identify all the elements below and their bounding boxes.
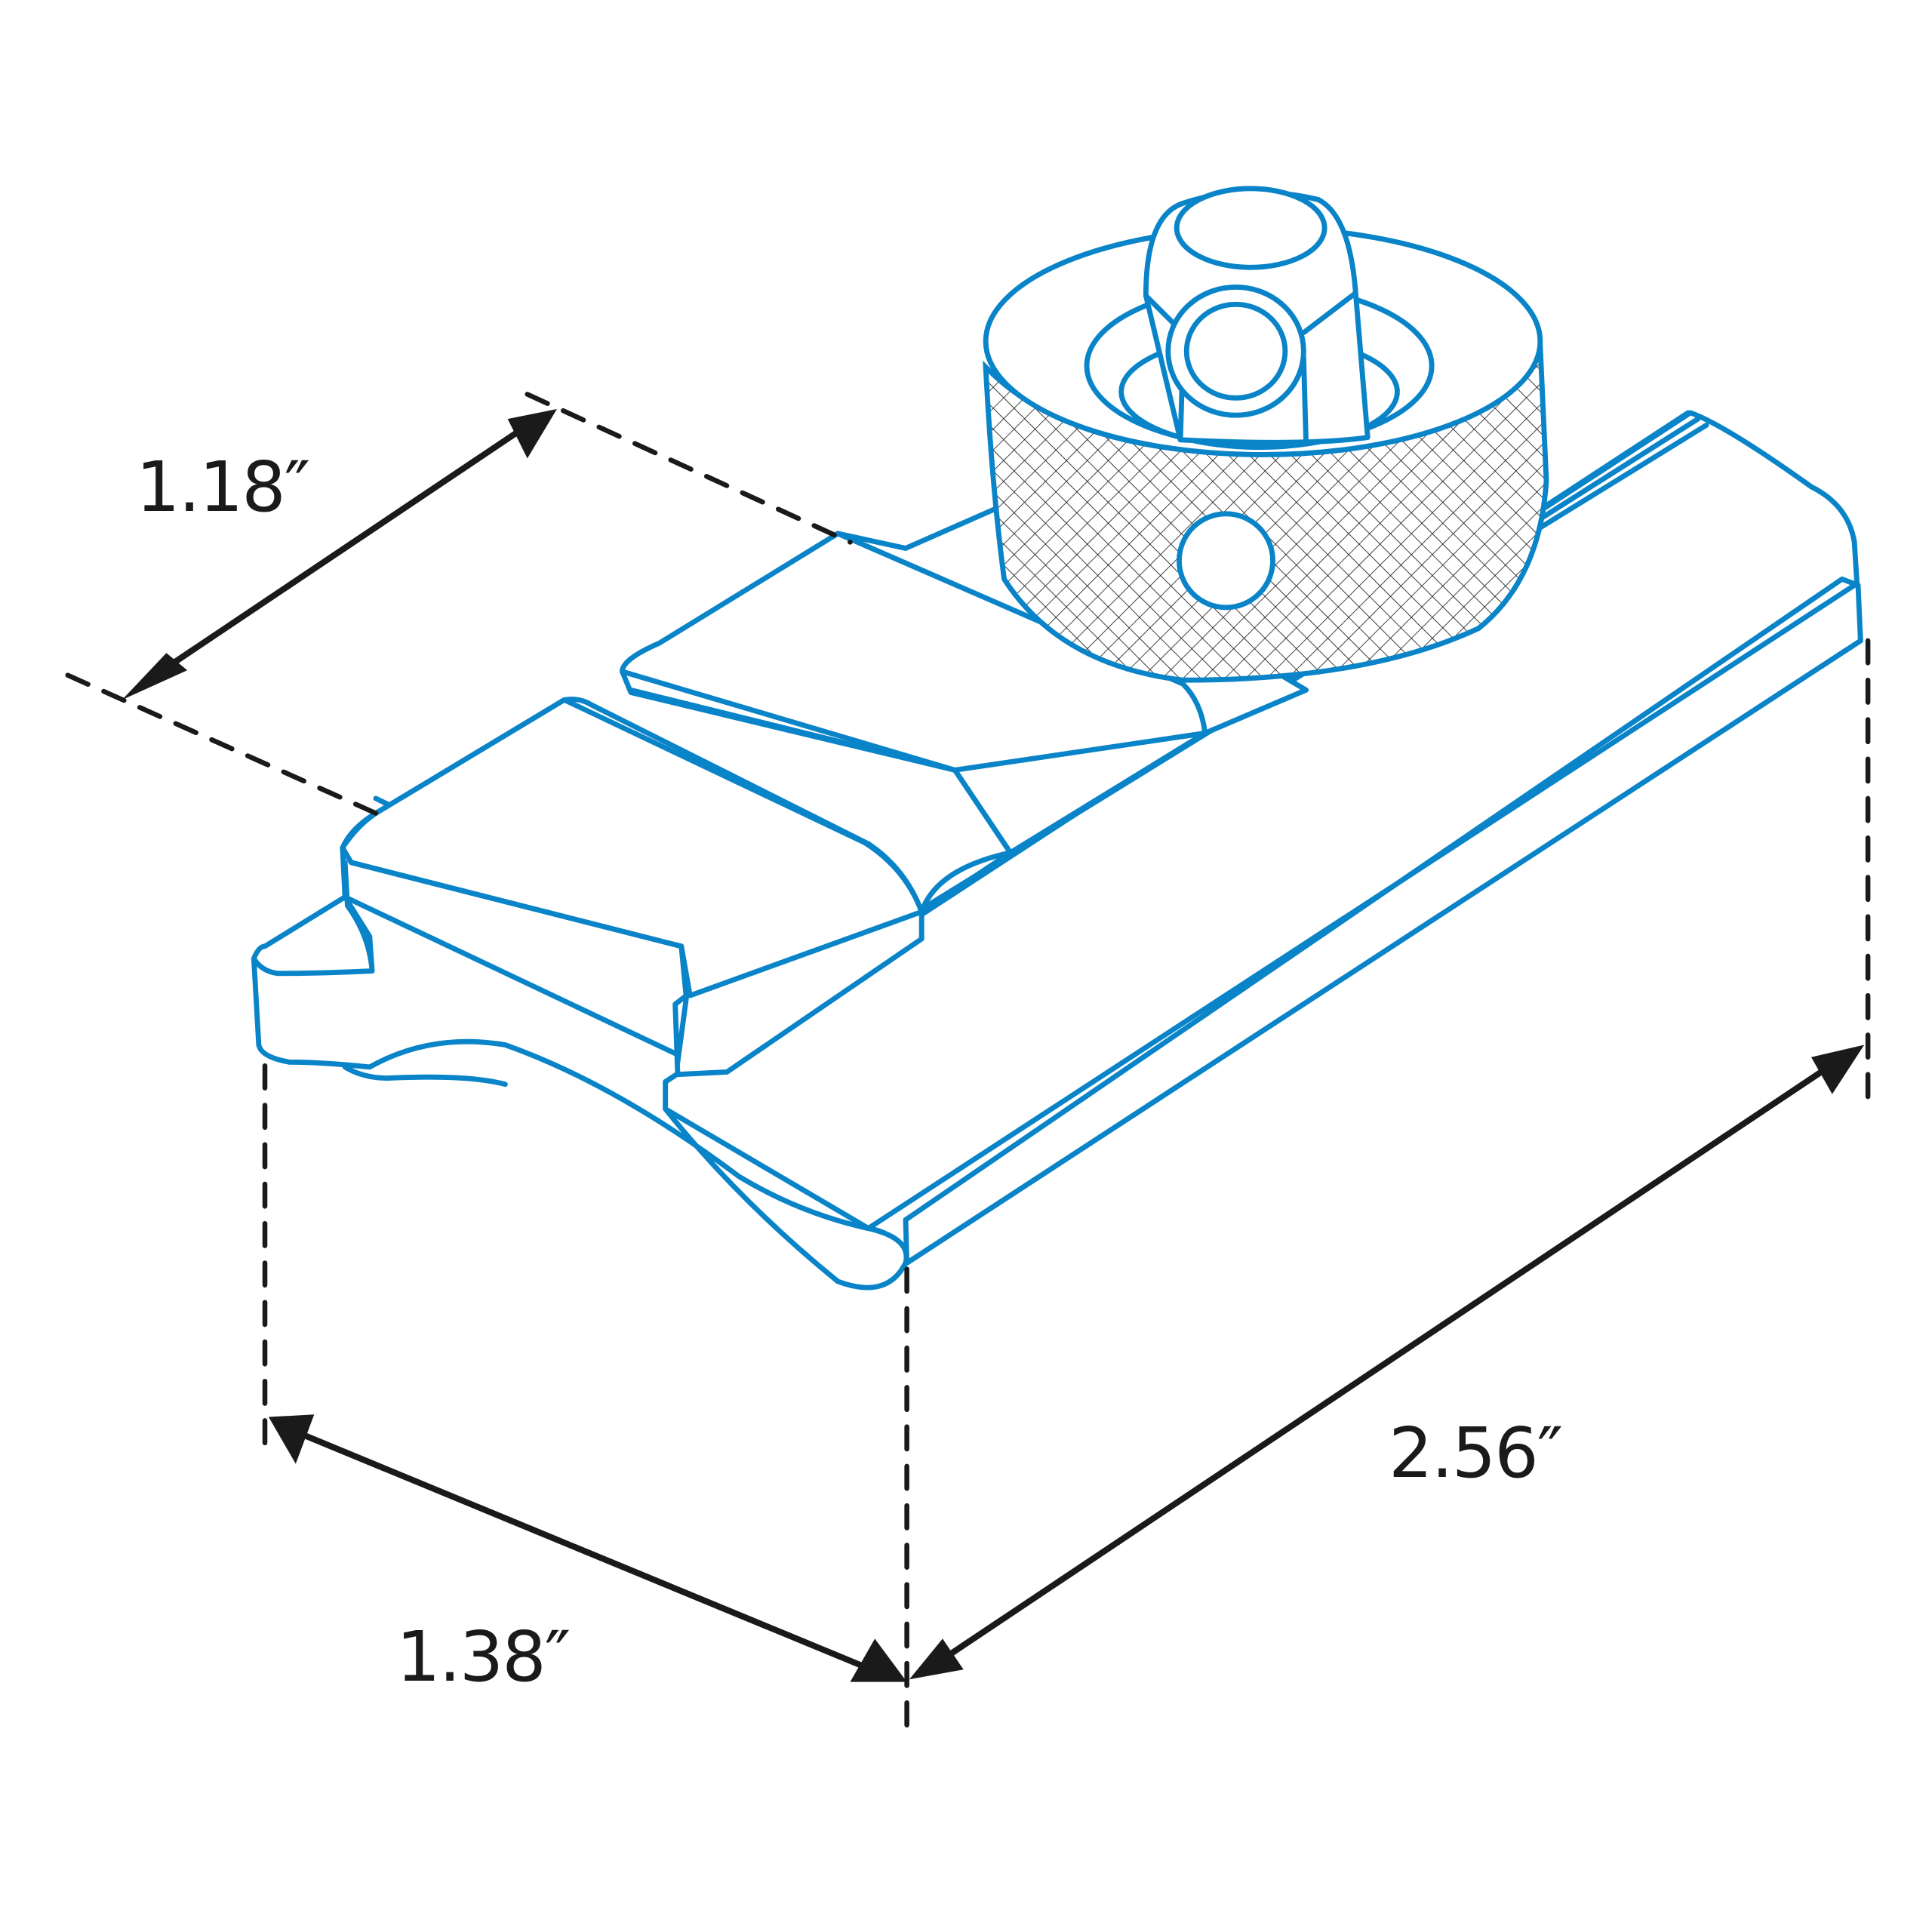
knob-stud-hole-inner [1183, 301, 1288, 401]
knob-stud-edges [1143, 291, 1358, 447]
front-jaw-side [342, 860, 375, 974]
lever-underside [342, 1064, 508, 1088]
front-jaw-front [348, 860, 689, 1065]
clamp-body [251, 410, 1863, 1291]
dimension-label-length: 2.56″ [1389, 1413, 1563, 1494]
dimension-width [262, 1063, 909, 1727]
middle-jaw-front [628, 687, 1014, 915]
knurled-knob [983, 186, 1549, 683]
dimension-depth [65, 392, 853, 816]
middle-jaw-curve [918, 850, 1014, 915]
dimension-label-depth: 1.18″ [136, 447, 310, 528]
knob-side-hole [1177, 511, 1275, 611]
dimension-length [909, 638, 1871, 1680]
lever-foot [251, 894, 909, 1291]
knob-stud-top [1174, 186, 1327, 270]
base-right-face [903, 576, 1863, 1266]
base-top-edge [860, 583, 1857, 1235]
dimension-label-width: 1.38″ [396, 1617, 571, 1697]
